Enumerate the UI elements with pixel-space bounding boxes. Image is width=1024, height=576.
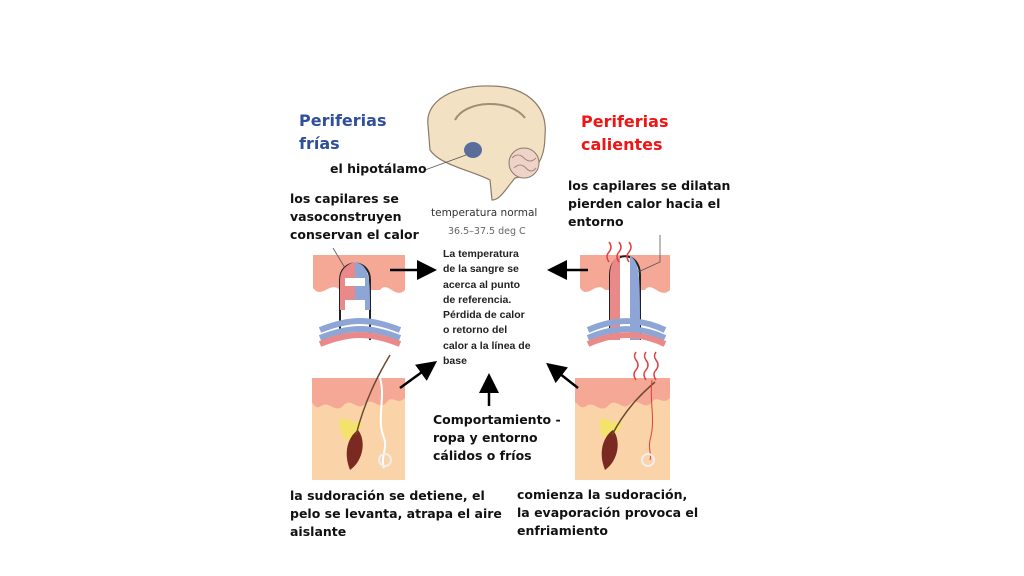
dilated-capillary-illustration	[580, 235, 670, 347]
cold-skin-caption: la sudoración se detiene, el pelo se lev…	[290, 488, 502, 539]
heat-wave-icon	[633, 351, 659, 381]
hot-skin-illustration	[575, 351, 670, 480]
hot-periphery-title: Periferias calientes	[581, 112, 669, 154]
cold-capillary-caption: los capilares se vasoconstruyen conserva…	[290, 191, 419, 242]
normal-temperature-range: 36.5–37.5 deg C	[448, 226, 526, 237]
cold-skin-illustration	[312, 354, 405, 480]
arrow-diagonal-icon	[399, 361, 438, 390]
cold-periphery-title: Periferias frías	[299, 111, 387, 153]
hot-skin-caption: comienza la sudoración, la evaporación p…	[517, 487, 699, 538]
arrow-diagonal-icon	[546, 362, 579, 389]
blood-temperature-description: La temperatura de la sangre se acerca al…	[443, 248, 531, 368]
hot-capillary-caption: los capilares se dilatan pierden calor h…	[568, 178, 731, 229]
hypothalamus-icon	[464, 142, 482, 158]
hypothalamus-label: el hipotálamo	[330, 161, 427, 176]
normal-temperature-label: temperatura normal	[431, 207, 538, 219]
constricted-capillary-illustration	[313, 247, 405, 347]
behavior-caption: Comportamiento - ropa y entorno cálidos …	[433, 412, 561, 463]
brain-illustration	[424, 85, 546, 201]
heat-wave-icon	[606, 241, 632, 263]
